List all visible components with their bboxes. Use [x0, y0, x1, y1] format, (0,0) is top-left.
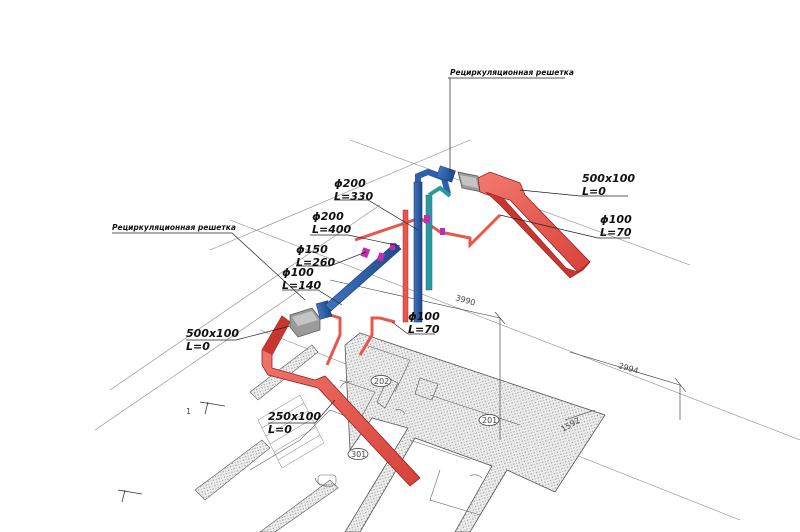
blue-riser-elbow	[415, 168, 451, 195]
label-grille-top: Рециркуляционная решетка	[450, 68, 574, 77]
label-duct-bottom: 250x100 L=0	[268, 410, 321, 436]
label-d100-mid-size: ϕ100	[408, 310, 440, 323]
room-tag-201: 201	[478, 414, 500, 426]
label-duct-left: 500x100 L=0	[186, 327, 239, 353]
floor-plan: 3990 2994 1592 202 201 301 1	[117, 279, 687, 532]
bottom-wall	[259, 479, 339, 532]
label-d100-mid: ϕ100 L=70	[408, 310, 440, 336]
label-d100-mid-length: L=70	[408, 323, 440, 336]
dim-2994: 2994	[617, 361, 639, 375]
top-grille	[436, 165, 483, 193]
svg-text:301: 301	[351, 450, 366, 459]
red-lower-pipe	[358, 316, 396, 356]
label-duct-top-pipe-size: ϕ100	[600, 213, 632, 226]
label-duct-top-pipe-length: L=70	[600, 226, 632, 239]
label-grille-left: Рециркуляционная решетка	[112, 223, 236, 232]
svg-text:201: 201	[482, 416, 497, 425]
dim-3990: 3990	[454, 293, 476, 307]
label-d200-a-size: ϕ200	[334, 177, 366, 190]
label-duct-bottom-length: L=0	[268, 423, 292, 436]
label-d150: ϕ150 L=260	[296, 243, 335, 269]
label-duct-bottom-size: 250x100	[268, 410, 322, 423]
inner-wall-1	[376, 377, 399, 409]
red-riser	[402, 209, 409, 323]
label-duct-left-length: L=0	[186, 340, 210, 353]
label-d200-b-size: ϕ200	[312, 210, 344, 223]
fittings	[360, 215, 445, 262]
label-d200-a-length: L=330	[334, 190, 374, 203]
label-duct-top-right: 500x100 L=0	[582, 172, 635, 198]
top-right-duct-lower	[485, 191, 591, 279]
label-d200-a: ϕ200 L=330	[334, 177, 373, 203]
svg-text:202: 202	[374, 377, 389, 386]
left-grille	[289, 300, 333, 338]
outer-wall	[344, 332, 606, 532]
left-lower-wall	[194, 439, 271, 501]
teal-riser-elbow	[427, 185, 452, 198]
blue-riser	[413, 181, 423, 323]
label-d100-left-size: ϕ100	[282, 266, 314, 279]
room-tag-202: 202	[370, 375, 392, 387]
section-mark	[117, 401, 226, 503]
label-d200-b-length: L=400	[312, 223, 352, 236]
room-tag-301: 301	[347, 448, 369, 460]
label-duct-top-right-size: 500x100	[582, 172, 636, 185]
label-duct-left-size: 500x100	[186, 327, 240, 340]
left-thin-pipe	[319, 310, 342, 366]
label-d150-length: L=260	[296, 256, 336, 269]
label-duct-top-pipe: ϕ100 L=70	[600, 213, 632, 239]
duct-network	[261, 165, 591, 487]
label-d150-size: ϕ150	[296, 243, 328, 256]
inner-wall-2	[414, 377, 439, 401]
label-d100-left-length: L=140	[282, 279, 322, 292]
section-mark-number: 1	[186, 407, 191, 416]
label-d100-left: ϕ100 L=140	[282, 266, 321, 292]
red-branch-pipe	[354, 213, 502, 249]
label-d200-b: ϕ200 L=400	[312, 210, 351, 236]
label-duct-top-right-length: L=0	[582, 185, 606, 198]
leader-lines	[112, 77, 630, 424]
left-supply-duct-side	[262, 316, 290, 355]
teal-riser	[425, 194, 433, 291]
